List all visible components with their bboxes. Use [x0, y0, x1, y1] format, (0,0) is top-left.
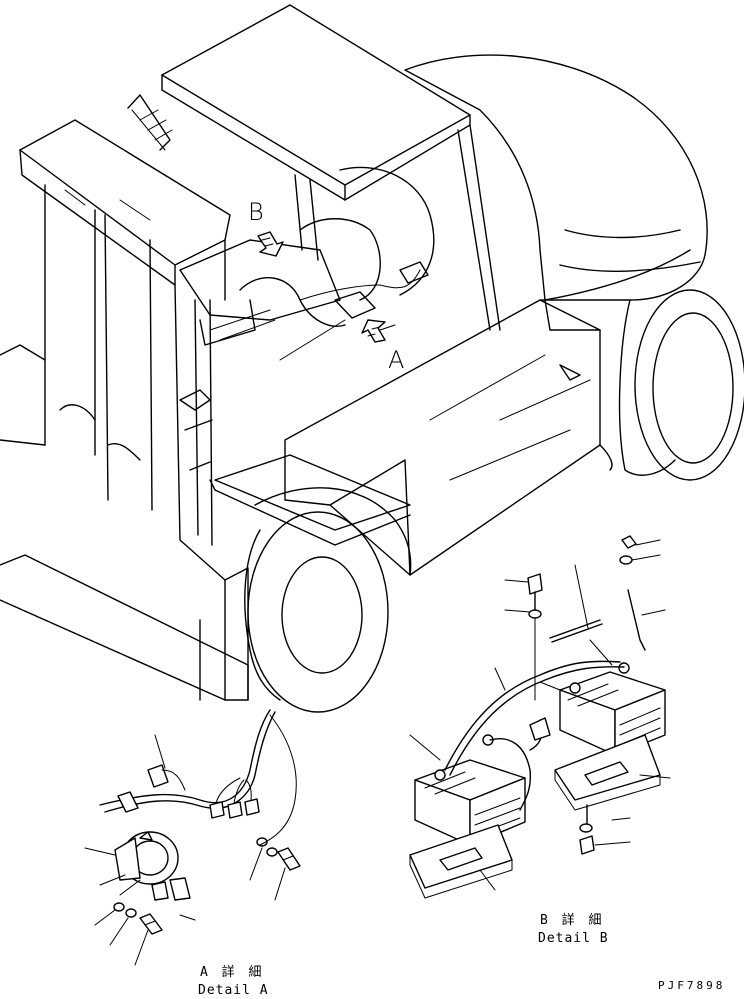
- drawing-code: PJF7898: [658, 979, 726, 992]
- detail-a-drawing: [84, 709, 301, 966]
- detail-b-caption-en: Detail B: [538, 931, 609, 946]
- detail-b-drawing: [409, 535, 671, 899]
- forklift-illustration: [0, 4, 744, 713]
- detail-b-caption-jp: B 詳 細: [540, 913, 605, 928]
- callout-a: A: [388, 346, 405, 374]
- detail-a-caption-en: Detail A: [198, 983, 269, 998]
- detail-a-caption-jp: A 詳 細: [200, 965, 265, 980]
- callout-b: B: [248, 198, 264, 226]
